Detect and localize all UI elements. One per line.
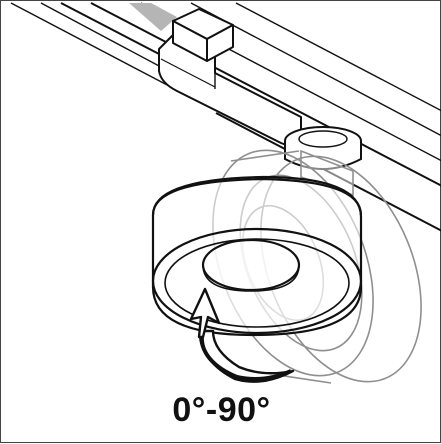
track-groove [129,3,177,31]
spotlight-body [151,175,363,337]
curved-arrow-icon [189,287,295,383]
rotation-range-label: 0°-90° [172,391,271,429]
track-adapter [158,8,302,147]
